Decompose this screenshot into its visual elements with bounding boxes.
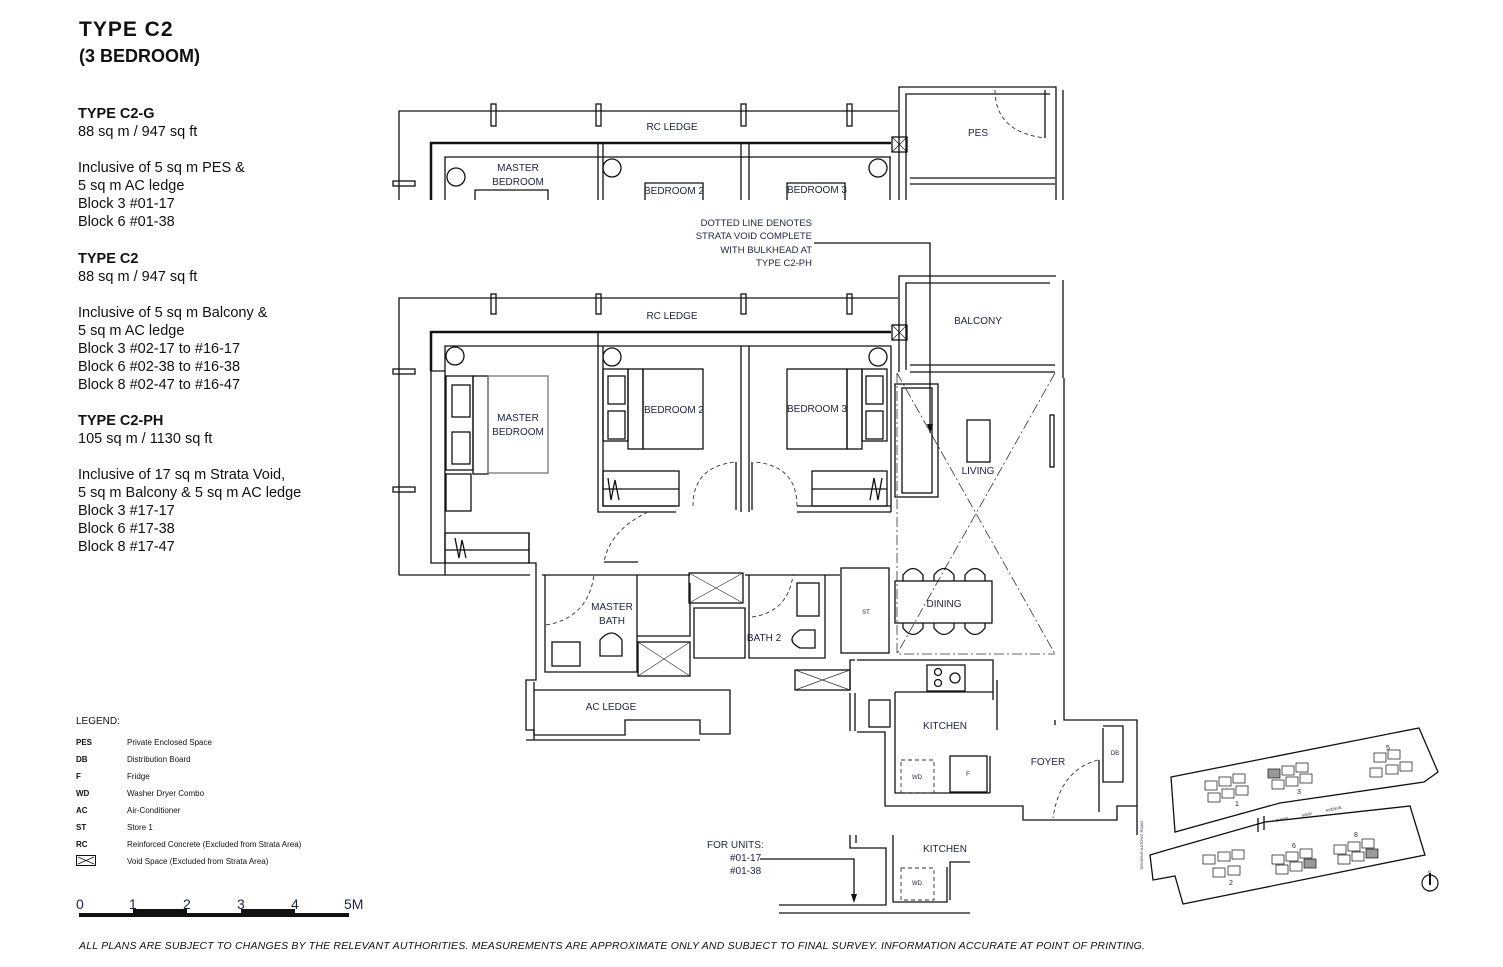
road-label: TANJONG KATONG ROAD [1139, 821, 1144, 870]
type-area: 88 sq m / 947 sq ft [78, 124, 198, 140]
type-detail: Block 8 #02-47 to #16-47 [78, 377, 241, 393]
bath2-label: BATH 2 [747, 633, 782, 644]
master-bath-label: BATH [599, 616, 625, 627]
type-name: TYPE C2-PH [78, 413, 164, 429]
foyer-label: FOYER [1031, 757, 1065, 768]
scale-tick: 1 [129, 896, 137, 912]
scale-bar: 0 1 2 3 4 5M [76, 896, 363, 917]
type-detail: 5 sq m AC ledge [78, 323, 185, 339]
bedroom3-label: BEDROOM 3 [787, 404, 847, 415]
avenue-label: THIAM [1275, 815, 1288, 822]
wd-label: WD [912, 775, 923, 781]
master-bedroom-label: MASTER [497, 413, 539, 424]
type-detail: Block 3 #17-17 [78, 503, 175, 519]
inset-unit: #01-17 [730, 853, 762, 864]
type-c2g-info: TYPE C2-G 88 sq m / 947 sq ft Inclusive … [78, 105, 245, 231]
type-area: 105 sq m / 1130 sq ft [78, 431, 213, 447]
svg-text:N: N [1428, 869, 1431, 874]
inset-for-units: FOR UNITS: #01-17 #01-38 KITCHEN WD [707, 835, 970, 914]
inset-label: FOR UNITS: [707, 840, 764, 851]
block-label: 3 [1297, 789, 1301, 796]
avenue-label: AVENUE [1325, 805, 1342, 813]
type-c2ph-info: TYPE C2-PH 105 sq m / 1130 sq ft Inclusi… [78, 412, 301, 556]
kitchen-label: KITCHEN [923, 721, 967, 732]
block-label: 5 [1386, 745, 1390, 752]
svg-text:DOTTED LINE DENOTES: DOTTED LINE DENOTES [701, 218, 812, 229]
inset-unit: #01-38 [730, 866, 762, 877]
main-floor-plan: RC LEDGE BALCONY MASTER BEDROOM BEDROOM … [392, 275, 1138, 835]
bedroom3-label: BEDROOM 3 [787, 185, 847, 196]
svg-text:STRATA VOID COMPLETE: STRATA VOID COMPLETE [696, 231, 812, 242]
svg-text:WITH BULKHEAD AT: WITH BULKHEAD AT [720, 245, 812, 256]
type-detail: 5 sq m Balcony & 5 sq m AC ledge [78, 485, 302, 501]
avenue-label: SIEW [1301, 811, 1312, 818]
legend-title: LEGEND: [76, 716, 120, 727]
db-label: DB [1111, 751, 1119, 757]
type-detail: Block 8 #17-47 [78, 539, 175, 555]
scale-tick: 2 [183, 896, 191, 912]
type-detail: Block 3 #01-17 [78, 196, 175, 212]
type-detail: 5 sq m AC ledge [78, 178, 185, 194]
page-subtitle: (3 BEDROOM) [79, 46, 200, 66]
void-space-icon [76, 855, 96, 866]
type-detail: Block 6 #17-38 [78, 521, 175, 537]
partial-plan-c2g: RC LEDGE MASTER BEDROOM BEDROOM 2 BEDROO… [392, 86, 1064, 200]
type-detail: Block 6 #02-38 to #16-38 [78, 359, 241, 375]
master-bedroom-label: BEDROOM [492, 177, 544, 188]
store-label: ST [862, 610, 870, 616]
block-label: 6 [1292, 843, 1296, 850]
scale-tick: 0 [76, 896, 84, 912]
type-detail: Block 6 #01-38 [78, 214, 175, 230]
svg-text:TYPE C2-PH: TYPE C2-PH [756, 258, 812, 269]
type-area: 88 sq m / 947 sq ft [78, 269, 198, 285]
type-detail: Inclusive of 17 sq m Strata Void, [78, 467, 286, 483]
page-title: TYPE C2 [79, 18, 174, 41]
fridge-label: F [966, 772, 970, 778]
north-arrow-icon: N [1421, 869, 1439, 892]
scale-tick: 5M [344, 896, 363, 912]
legend-item: Void Space (Excluded from Strata Area) [76, 853, 301, 870]
block-label: 8 [1354, 832, 1358, 839]
rc-ledge-label: RC LEDGE [646, 122, 697, 133]
ac-ledge-label: AC LEDGE [586, 702, 637, 713]
master-bedroom-label: MASTER [497, 163, 539, 174]
block-label: 2 [1229, 880, 1233, 887]
type-name: TYPE C2 [78, 251, 139, 267]
living-label: LIVING [962, 466, 995, 477]
type-detail: Inclusive of 5 sq m Balcony & [78, 305, 268, 321]
type-detail: Block 3 #02-17 to #16-17 [78, 341, 241, 357]
scale-tick: 4 [291, 896, 299, 912]
block-label: 1 [1235, 801, 1239, 808]
bedroom2-label: BEDROOM 2 [644, 186, 704, 197]
pes-label: PES [968, 128, 988, 139]
type-detail: Inclusive of 5 sq m PES & [78, 160, 245, 176]
balcony-label: BALCONY [954, 316, 1002, 327]
scale-tick: 3 [237, 896, 245, 912]
master-bedroom-label: BEDROOM [492, 427, 544, 438]
type-name: TYPE C2-G [78, 106, 155, 122]
dining-label: DINING [927, 599, 962, 610]
inset-kitchen-label: KITCHEN [923, 844, 967, 855]
master-bath-label: MASTER [591, 602, 633, 613]
rc-ledge-label: RC LEDGE [646, 311, 697, 322]
disclaimer: ALL PLANS ARE SUBJECT TO CHANGES BY THE … [79, 940, 1146, 952]
bedroom2-label: BEDROOM 2 [644, 405, 704, 416]
strata-void-note: DOTTED LINE DENOTES STRATA VOID COMPLETE… [696, 218, 933, 434]
type-c2-info: TYPE C2 88 sq m / 947 sq ft Inclusive of… [78, 250, 267, 394]
inset-wd-label: WD [912, 881, 923, 887]
site-plan: 1 3 5 2 6 8 THIAM SIEW AVENUE TANJONG KA… [1139, 727, 1439, 905]
